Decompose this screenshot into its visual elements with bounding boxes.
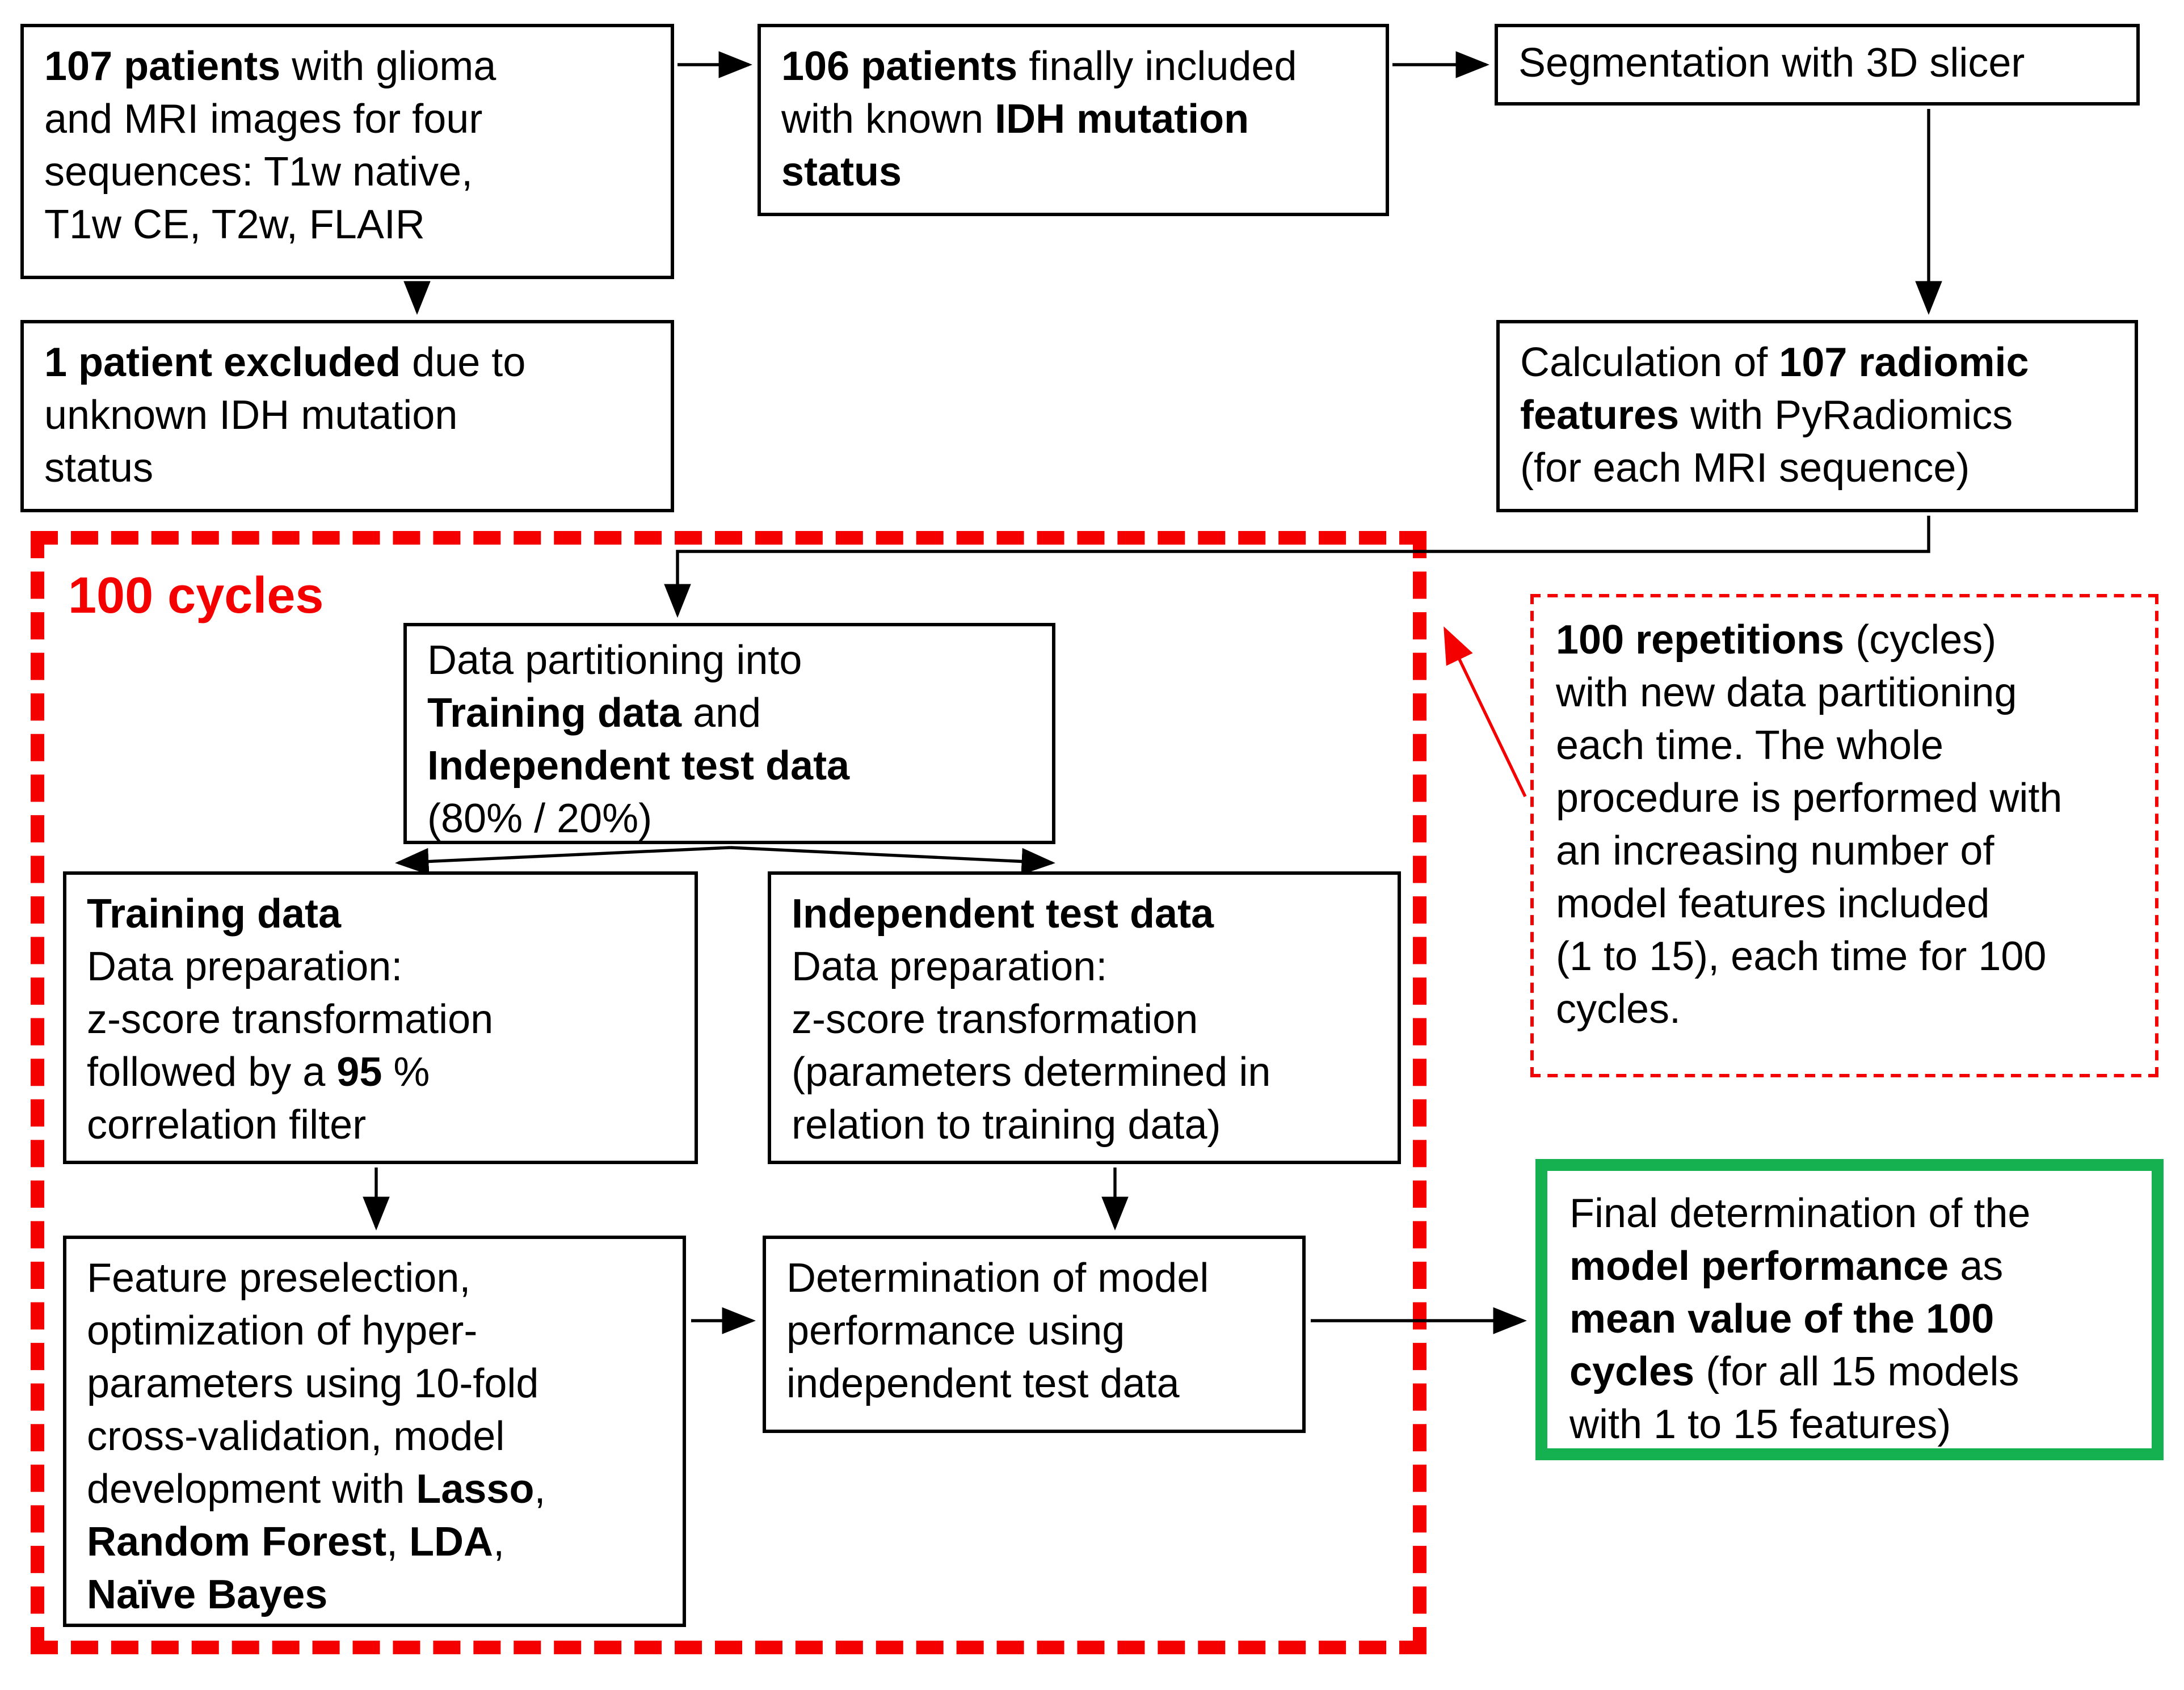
text-line: Independent test data bbox=[427, 744, 850, 790]
box-final-performance: Final determination of the model performa… bbox=[1535, 1159, 2164, 1460]
box-segmentation: Segmentation with 3D slicer bbox=[1495, 24, 2140, 106]
text-line: independent test data bbox=[786, 1362, 1180, 1407]
text-line: (80% / 20%) bbox=[427, 796, 653, 842]
text-line: 1 patient excluded due to bbox=[44, 340, 526, 386]
text-line: Naïve Bayes bbox=[87, 1573, 328, 1619]
text-line: Data preparation: bbox=[87, 945, 403, 991]
box-radiomic-features: Calculation of 107 radiomic features with… bbox=[1496, 320, 2138, 512]
text-line: model performance as bbox=[1569, 1244, 2004, 1290]
text-line: Data partitioning into bbox=[427, 638, 802, 684]
text-line: cycles. bbox=[1556, 987, 1681, 1033]
text-line: Random Forest, LDA, bbox=[87, 1520, 505, 1566]
text-line: Segmentation with 3D slicer bbox=[1518, 41, 2025, 87]
box-performance-determination: Determination of model performance using i… bbox=[763, 1236, 1306, 1433]
text-line: status bbox=[44, 446, 154, 492]
text-line: sequences: T1w native, bbox=[44, 150, 473, 196]
text-line: each time. The whole bbox=[1556, 723, 1944, 769]
cycles-label: 100 cycles bbox=[68, 568, 324, 625]
text-line: with 1 to 15 features) bbox=[1569, 1402, 1951, 1448]
text-line: mean value of the 100 bbox=[1569, 1297, 1994, 1343]
text-line: (parameters determined in bbox=[792, 1050, 1271, 1096]
text-line: cycles (for all 15 models bbox=[1569, 1350, 2019, 1396]
box-model-development: Feature preselection, optimization of hyp… bbox=[63, 1236, 686, 1627]
text-line: Training data bbox=[87, 892, 342, 938]
text-line: (for each MRI sequence) bbox=[1520, 446, 1970, 492]
text-line: Training data and bbox=[427, 691, 761, 737]
text-line: with new data partitioning bbox=[1556, 671, 2017, 717]
text-line: (1 to 15), each time for 100 bbox=[1556, 934, 2047, 980]
text-line: Calculation of 107 radiomic bbox=[1520, 340, 2029, 386]
text-line: 107 patients with glioma bbox=[44, 44, 496, 90]
text-line: T1w CE, T2w, FLAIR bbox=[44, 203, 425, 248]
repetitions-note-box: 100 repetitions (cycles) with new data pa… bbox=[1530, 594, 2158, 1077]
text-line: z-score transformation bbox=[792, 997, 1198, 1043]
text-line: procedure is performed with bbox=[1556, 776, 2063, 822]
text-line: an increasing number of bbox=[1556, 829, 1994, 875]
text-line: unknown IDH mutation bbox=[44, 393, 458, 439]
text-line: relation to training data) bbox=[792, 1103, 1221, 1149]
text-line: 100 repetitions (cycles) bbox=[1556, 618, 1997, 664]
text-line: with known IDH mutation bbox=[781, 97, 1249, 143]
text-line: development with Lasso, bbox=[87, 1467, 546, 1513]
text-line: performance using bbox=[786, 1309, 1125, 1355]
text-line: status bbox=[781, 150, 902, 196]
text-line: correlation filter bbox=[87, 1103, 367, 1149]
box-patients-106: 106 patients finally included with known … bbox=[758, 24, 1389, 216]
text-line: model features included bbox=[1556, 882, 1990, 928]
text-line: and MRI images for four bbox=[44, 97, 483, 143]
text-line: optimization of hyper- bbox=[87, 1309, 478, 1355]
box-patient-excluded: 1 patient excluded due to unknown IDH mut… bbox=[20, 320, 674, 512]
text-line: 106 patients finally included bbox=[781, 44, 1297, 90]
text-line: Independent test data bbox=[792, 892, 1214, 938]
text-line: Final determination of the bbox=[1569, 1191, 2031, 1237]
text-line: features with PyRadiomics bbox=[1520, 393, 2013, 439]
note-pointer-arrow bbox=[1444, 626, 1527, 798]
box-patients-107: 107 patients with glioma and MRI images f… bbox=[20, 24, 674, 279]
text-line: followed by a 95 % bbox=[87, 1050, 430, 1096]
text-line: parameters using 10-fold bbox=[87, 1362, 539, 1407]
text-line: Feature preselection, bbox=[87, 1256, 471, 1302]
text-line: Determination of model bbox=[786, 1256, 1209, 1302]
text-line: z-score transformation bbox=[87, 997, 494, 1043]
text-line: cross-validation, model bbox=[87, 1414, 505, 1460]
text-line: Data preparation: bbox=[792, 945, 1108, 991]
